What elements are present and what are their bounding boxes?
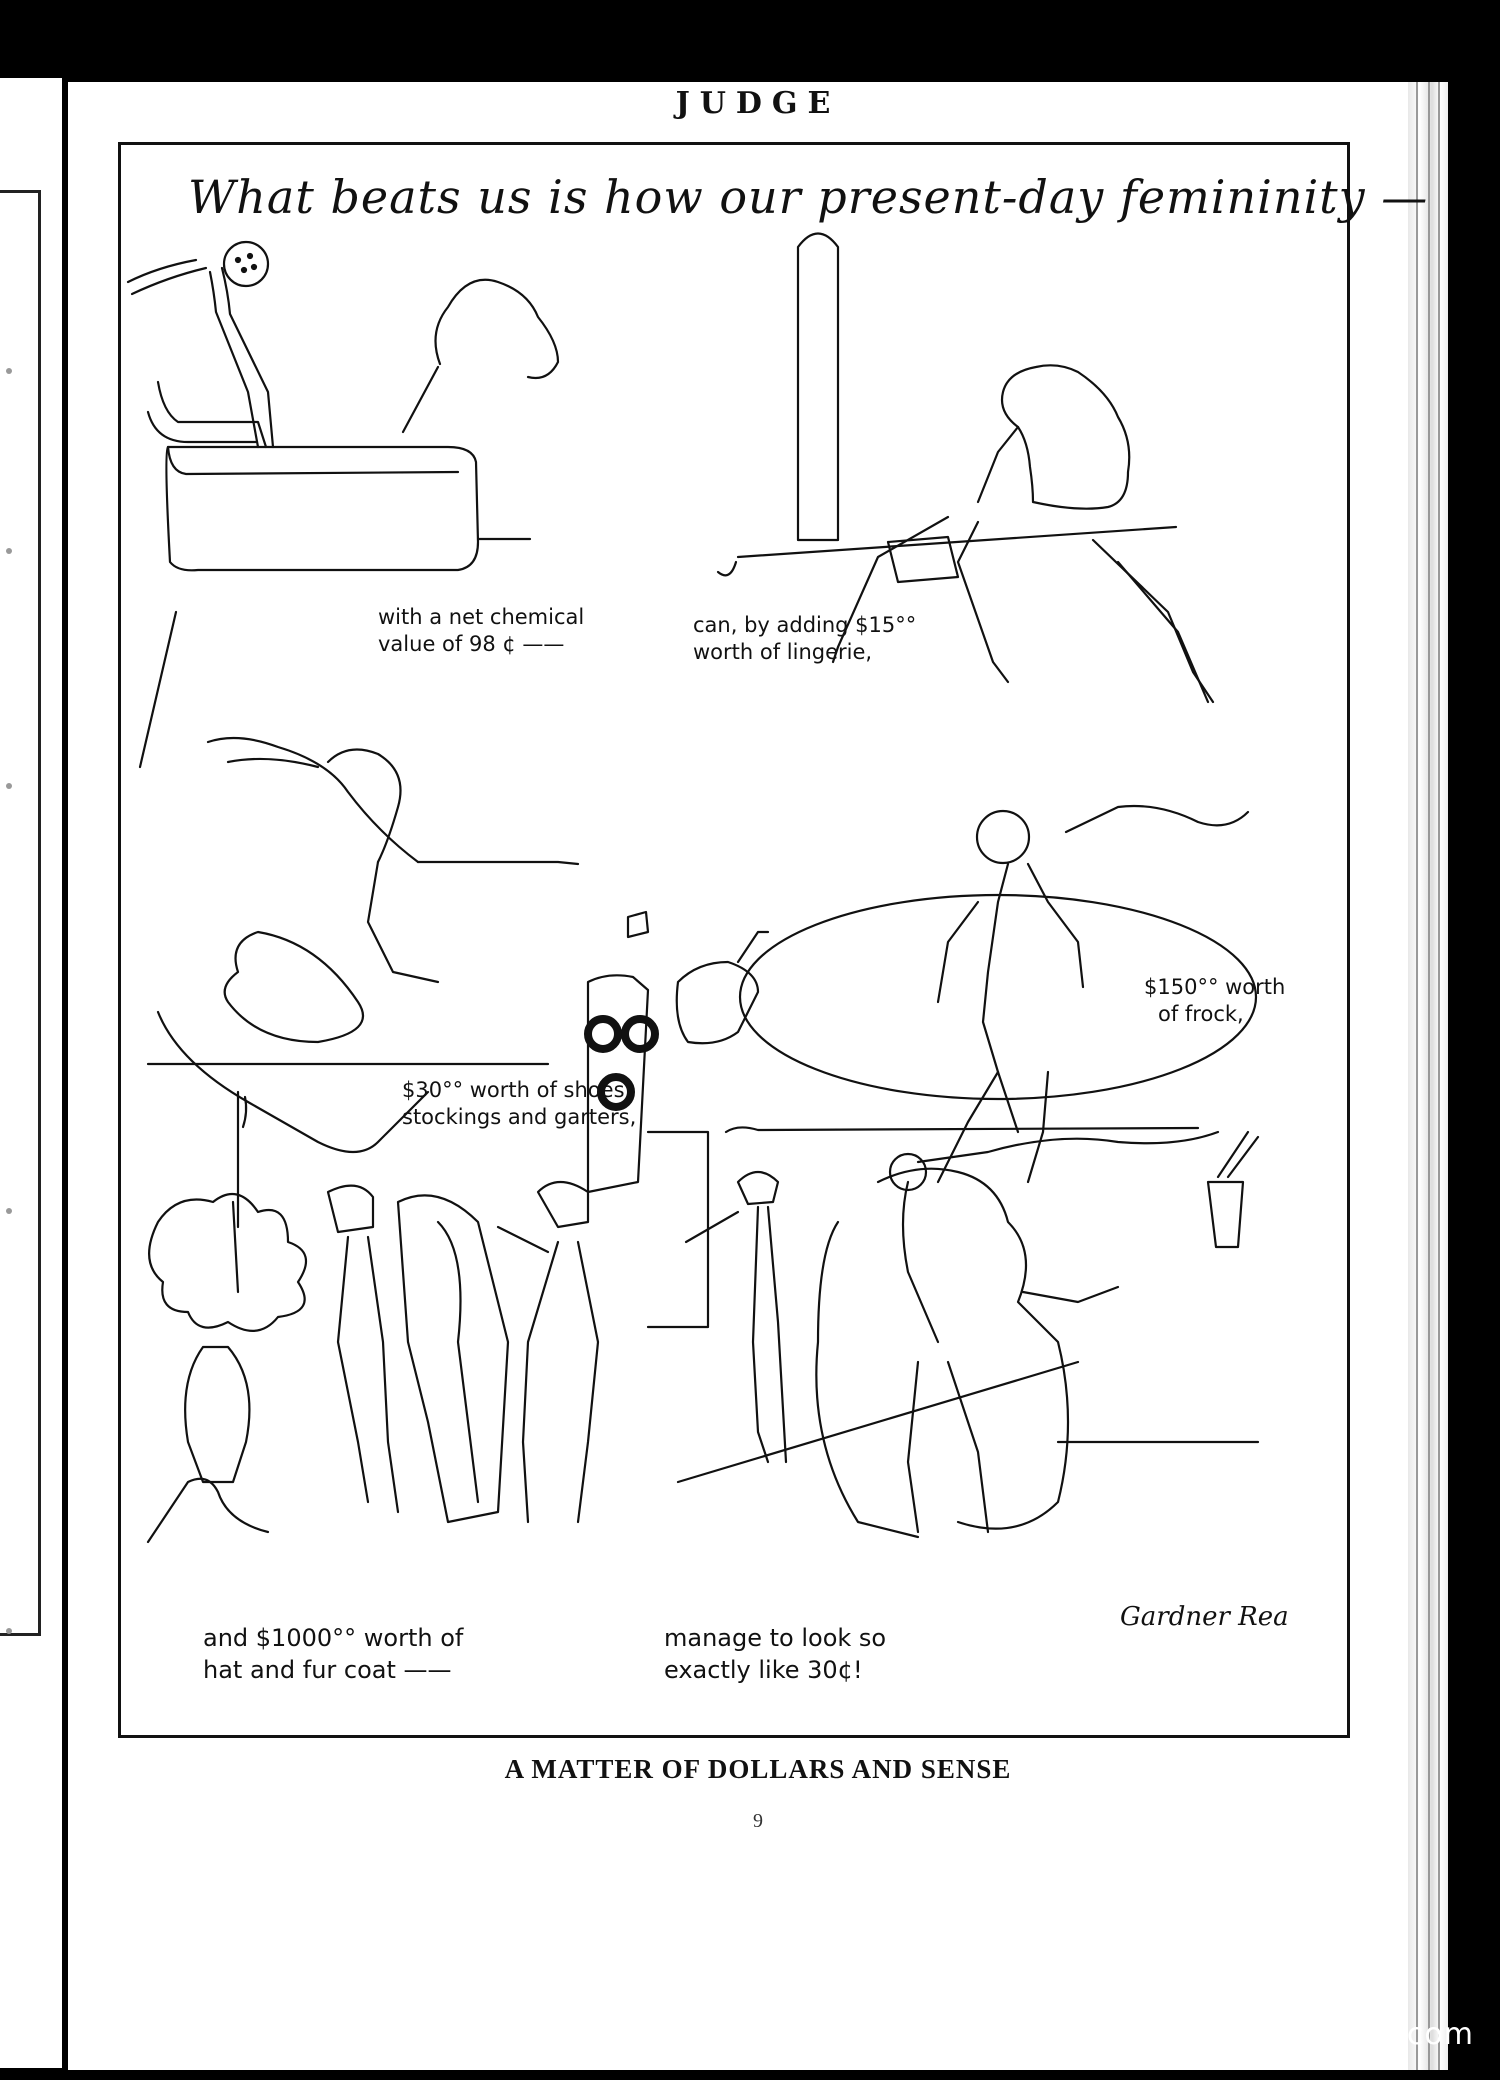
caption-panel-1: with a net chemical value of 98 ¢ —— [378, 604, 584, 658]
caption-panel-2: can, by adding $15°° worth of lingerie, [693, 612, 916, 666]
artist-signature: Gardner Rea [1120, 1602, 1289, 1632]
caption-line: with a net chemical [378, 605, 585, 629]
page-number: 9 [753, 1810, 763, 1832]
caption-panel-6: manage to look so exactly like 30¢! [664, 1622, 886, 1686]
caption-line: worth of lingerie, [693, 640, 873, 664]
caption-line: hat and fur coat —— [203, 1656, 452, 1684]
cartoon-title: A MATTER OF DOLLARS AND SENSE [504, 1754, 1012, 1784]
cartoon-illustration [126, 232, 1260, 1544]
caption-line: of frock, [1158, 1002, 1244, 1026]
cartoon-frame [118, 142, 1350, 1738]
caption-panel-3: $30°° worth of shoes, stockings and gart… [402, 1077, 636, 1131]
caption-line: stockings and garters, [402, 1105, 637, 1129]
left-page-edge [0, 78, 62, 2068]
caption-line: manage to look so [664, 1624, 887, 1652]
panel-2-lingerie-scene [716, 232, 1215, 704]
caption-line: and $1000°° worth of [203, 1624, 464, 1652]
caption-line: $30°° worth of shoes, [402, 1078, 632, 1102]
left-page-frame [0, 190, 41, 1636]
cartoon-headline: What beats us is how our present-day fem… [188, 170, 1429, 224]
panel-4-frock-scene [724, 804, 1260, 1249]
site-watermark: comicbooks.com [1208, 2017, 1474, 2052]
panel-1-sofa-scene [126, 240, 560, 769]
caption-panel-4: $150°° worth of frock, [1144, 974, 1285, 1028]
binding-dot [6, 1208, 12, 1214]
caption-panel-5: and $1000°° worth of hat and fur coat —— [203, 1622, 463, 1686]
panel-3-armchair-scene [146, 736, 770, 1194]
panel-6-furcoat-walk-scene [676, 1130, 1260, 1539]
caption-line: exactly like 30¢! [664, 1656, 863, 1684]
caption-line: $150°° worth [1144, 975, 1286, 999]
masthead: JUDGE [675, 86, 841, 121]
binding-dot [6, 368, 12, 374]
binding-dot [6, 548, 12, 554]
page-stack-edge [1408, 82, 1448, 2070]
caption-line: can, by adding $15°° [693, 613, 917, 637]
panel-5-furcoat-scene [146, 1090, 710, 1544]
caption-line: value of 98 ¢ —— [378, 632, 565, 656]
binding-dot [6, 783, 12, 789]
binding-dot [6, 1628, 12, 1634]
magazine-page: JUDGE [68, 82, 1448, 2070]
